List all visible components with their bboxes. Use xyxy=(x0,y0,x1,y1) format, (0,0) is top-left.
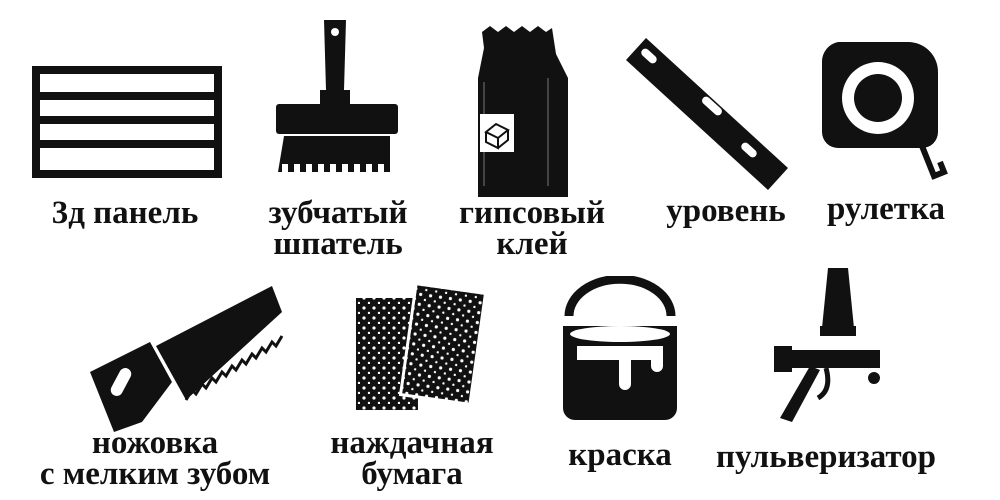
label-line: бумага xyxy=(361,456,463,492)
label-paint: краска xyxy=(568,437,672,473)
handsaw-icon xyxy=(90,286,284,432)
gypsum-glue-bag-icon xyxy=(478,26,568,197)
label-tape-measure: рулетка xyxy=(827,191,945,227)
label-spray-gun: пульверизатор xyxy=(715,439,937,475)
paint-bucket-icon xyxy=(563,276,677,420)
sandpaper-icon xyxy=(356,284,488,410)
label-3d-panel: 3д панель xyxy=(51,195,199,231)
label-line: ножовка xyxy=(91,425,219,461)
label-line: уровень xyxy=(666,193,786,229)
label-line: рулетка xyxy=(827,191,945,227)
label-line: гипсовый xyxy=(459,195,605,231)
label-spirit-level: уровень xyxy=(666,193,786,229)
label-line: наждачная xyxy=(330,425,494,461)
tape-measure-icon xyxy=(821,42,948,180)
label-line: клей xyxy=(496,226,568,262)
spirit-level-icon xyxy=(626,38,788,190)
label-line: с мелким зубом xyxy=(39,456,271,492)
label-line: краска xyxy=(568,437,672,473)
label-line: 3д панель xyxy=(51,195,199,231)
notched-trowel-icon xyxy=(276,20,398,172)
label-line: пульверизатор xyxy=(715,439,937,475)
label-line: шпатель xyxy=(273,226,403,262)
spray-gun-icon xyxy=(774,268,880,422)
3d-panel-icon xyxy=(32,66,222,178)
label-line: зубчатый xyxy=(268,195,408,231)
